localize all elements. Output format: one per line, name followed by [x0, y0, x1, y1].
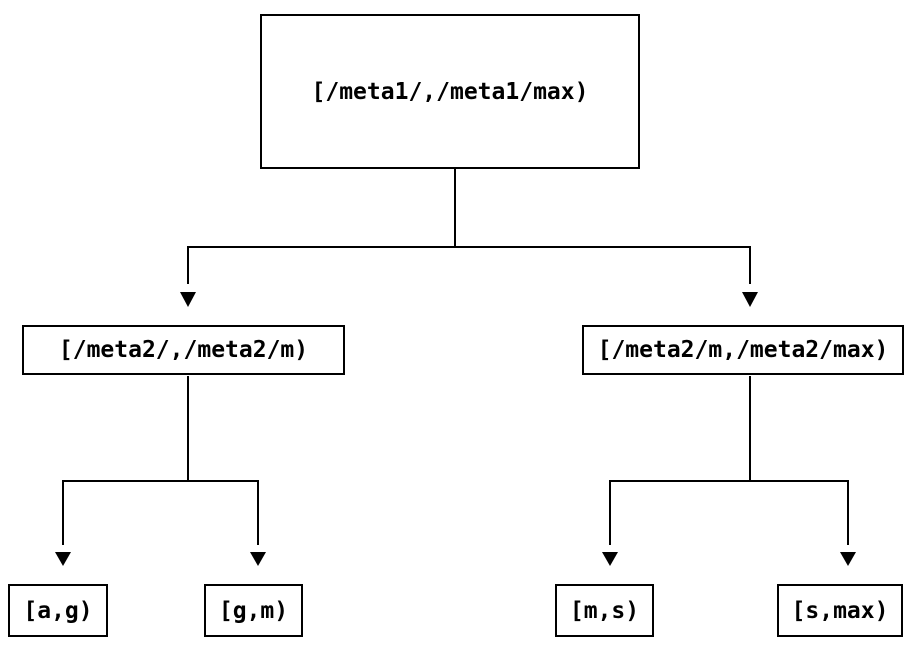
arrow-down-icon — [602, 552, 618, 566]
node-leaf-m-s-label: [m,s) — [569, 597, 640, 624]
arrow-down-icon — [840, 552, 856, 566]
arrow-down-icon — [250, 552, 266, 566]
connector-lines — [62, 169, 849, 545]
node-leaf-s-max-label: [s,max) — [791, 597, 889, 624]
node-meta2-right-label: [/meta2/m,/meta2/max) — [597, 337, 889, 363]
node-meta2-right: [/meta2/m,/meta2/max) — [582, 325, 904, 375]
node-leaf-s-max: [s,max) — [777, 584, 903, 637]
arrowheads — [55, 292, 856, 566]
node-leaf-g-m-label: [g,m) — [218, 597, 289, 624]
node-meta2-left-label: [/meta2/,/meta2/m) — [58, 337, 309, 363]
node-meta2-left: [/meta2/,/meta2/m) — [22, 325, 345, 375]
node-leaf-a-g-label: [a,g) — [23, 597, 93, 624]
arrow-down-icon — [180, 292, 196, 307]
node-root-label: [/meta1/,/meta1/max) — [311, 78, 589, 105]
node-root: [/meta1/,/meta1/max) — [260, 14, 640, 169]
node-leaf-a-g: [a,g) — [8, 584, 108, 637]
arrow-down-icon — [55, 552, 71, 566]
node-leaf-m-s: [m,s) — [555, 584, 654, 637]
arrow-down-icon — [742, 292, 758, 307]
node-leaf-g-m: [g,m) — [204, 584, 303, 637]
